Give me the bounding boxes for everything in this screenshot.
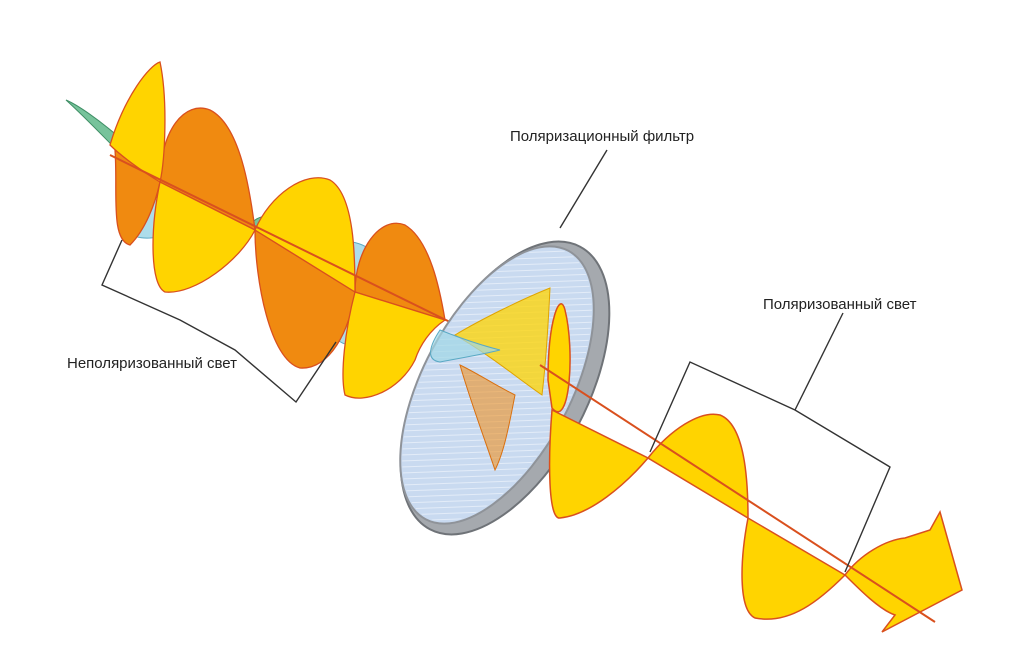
filter-label: Поляризационный фильтр [510,128,695,145]
yellow-wave-lobe [342,291,447,399]
filter-leader [559,149,608,229]
unpolarized-bracket [101,239,337,404]
yellow-wave-lobe [152,181,256,293]
light-ray-axis [109,154,451,323]
polarized-yellow-lobe [646,413,749,520]
polarized-yellow-lobe [547,303,571,413]
polarized-leader [794,312,844,411]
polarized-yellow-lobe [741,516,847,620]
orange-wave-lobe [114,148,161,246]
orange-wave-lobe [354,222,446,321]
polarized-yellow-lobe [844,510,963,633]
orange-wave-lobe [159,107,256,232]
filtered-orange-lobe [459,364,516,472]
filtered-yellow-lobe [454,287,551,396]
polarized-label: Поляризованный свет [763,296,917,313]
unpolarized-light-wave [65,61,447,399]
polarized-yellow-lobe [548,408,650,519]
light-ray-axis [539,364,936,623]
polarized-light-wave [547,303,963,633]
filtered-cyan-lobe [430,329,501,363]
unpolarized-label: Неполяризованный свет [67,355,238,372]
